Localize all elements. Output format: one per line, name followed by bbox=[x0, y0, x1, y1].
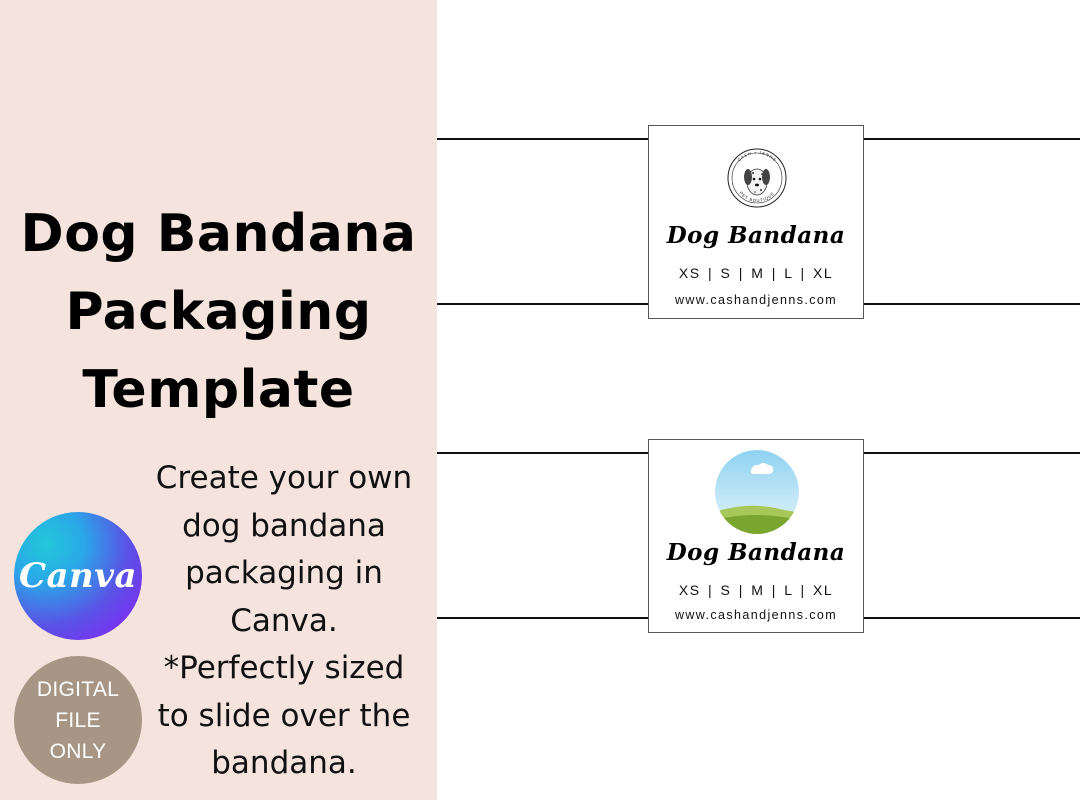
description-line-4: Canva. bbox=[230, 602, 338, 639]
title-line-3: Template bbox=[82, 360, 355, 420]
label-2-sizes: XS | S | M | L | XL bbox=[678, 582, 834, 598]
description: Create your own dog bandana packaging in… bbox=[150, 455, 418, 788]
description-line-6: to slide over the bbox=[157, 697, 411, 734]
description-line-2: dog bandana bbox=[182, 507, 386, 544]
description-line-3: packaging in bbox=[185, 555, 383, 591]
logo-ring-lettering: CASH + JENNS PET BOUTIQUE bbox=[736, 150, 777, 204]
landscape-logo-icon bbox=[715, 450, 799, 534]
left-panel: Dog Bandana Packaging Template Create yo… bbox=[0, 0, 437, 800]
title-line-2: Packaging bbox=[65, 282, 372, 342]
canva-logo: Canva bbox=[14, 512, 142, 640]
description-line-7: bandana. bbox=[211, 745, 357, 781]
label-1-sizes: XS | S | M | L | XL bbox=[678, 265, 834, 281]
label-2-title: Dog Bandana bbox=[666, 539, 846, 566]
badge-line-2: FILE bbox=[55, 708, 101, 732]
description-line-5: *Perfectly sized bbox=[163, 650, 405, 686]
label-2-url: www.cashandjenns.com bbox=[674, 608, 838, 622]
label-card-1: CASH + JENNS CASH + JENNS PET BOUTIQUE D… bbox=[648, 125, 864, 319]
badge-line-1: DIGITAL bbox=[36, 677, 120, 701]
title-line-1: Dog Bandana bbox=[20, 204, 417, 264]
canva-logo-text: Canva bbox=[18, 556, 138, 596]
digital-file-only-badge: DIGITAL FILE ONLY bbox=[14, 656, 142, 784]
label-1-url: www.cashandjenns.com bbox=[674, 293, 838, 307]
description-line-1: Create your own bbox=[155, 460, 413, 496]
dalmatian-logo-icon bbox=[727, 148, 787, 208]
label-1-title: Dog Bandana bbox=[666, 222, 846, 249]
svg-text:CASH + JENNS: CASH + JENNS bbox=[736, 150, 777, 163]
label-card-2: Dog Bandana XS | S | M | L | XL www.cash… bbox=[648, 439, 864, 633]
svg-text:PET BOUTIQUE: PET BOUTIQUE bbox=[739, 191, 776, 204]
page-title: Dog Bandana Packaging Template bbox=[0, 195, 437, 429]
badge-line-3: ONLY bbox=[49, 739, 107, 763]
